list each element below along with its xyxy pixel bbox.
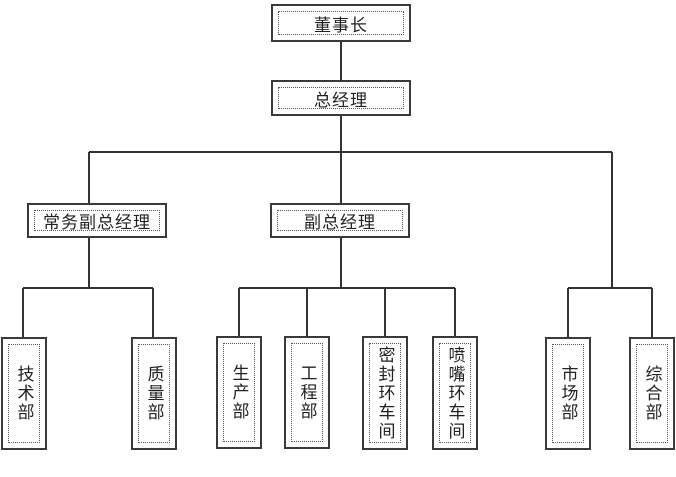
- dept-nozzle-workshop-label: 喷嘴环车间: [439, 343, 471, 443]
- dept-seal-workshop-box: 密封环车间: [362, 336, 408, 450]
- dept-market-box: 市场部: [545, 337, 591, 450]
- executive-vp-label: 常务副总经理: [34, 210, 160, 233]
- dept-nozzle-workshop-box: 喷嘴环车间: [432, 336, 478, 450]
- dept-general-affairs-box: 综合部: [629, 337, 675, 450]
- dept-tech-label: 技术部: [8, 344, 40, 443]
- dept-market-label: 市场部: [552, 344, 584, 443]
- general-manager-box: 总经理: [271, 80, 411, 116]
- chairman-box: 董事长: [271, 4, 411, 42]
- dept-engineering-box: 工程部: [284, 336, 330, 449]
- dept-seal-workshop-label: 密封环车间: [369, 343, 401, 443]
- chairman-label: 董事长: [278, 11, 404, 36]
- executive-vp-box: 常务副总经理: [27, 203, 167, 238]
- vice-gm-label: 副总经理: [277, 210, 403, 233]
- dept-engineering-label: 工程部: [291, 343, 323, 442]
- general-manager-label: 总经理: [278, 87, 404, 111]
- vice-gm-box: 副总经理: [270, 203, 410, 238]
- dept-production-label: 生产部: [223, 343, 255, 442]
- dept-quality-box: 质量部: [131, 337, 177, 450]
- dept-tech-box: 技术部: [1, 337, 47, 450]
- dept-quality-label: 质量部: [138, 344, 170, 443]
- dept-production-box: 生产部: [216, 336, 262, 449]
- dept-general-affairs-label: 综合部: [636, 344, 668, 443]
